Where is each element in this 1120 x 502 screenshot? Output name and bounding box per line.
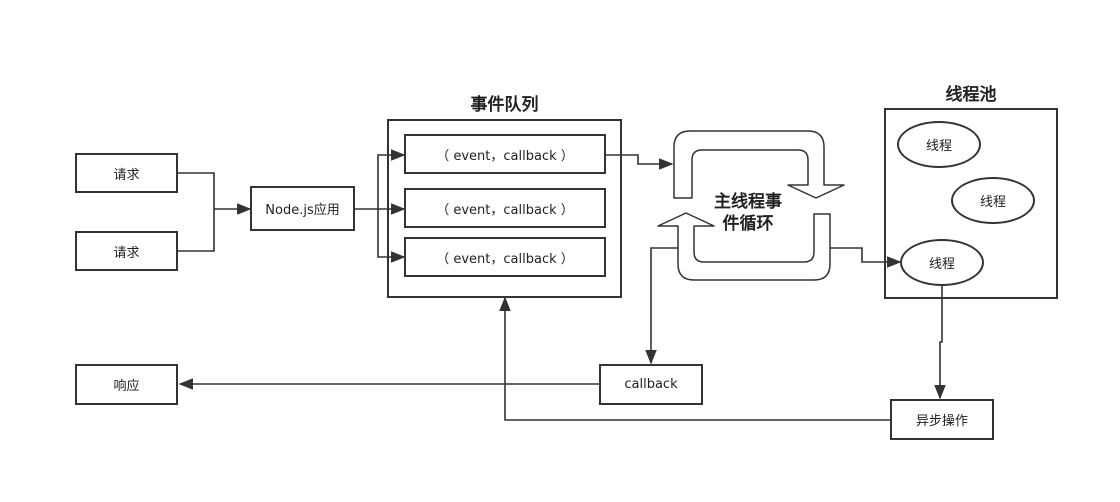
thread-label: 线程 (928, 257, 955, 272)
thread-pool-frame (884, 108, 1058, 299)
nodejs-app-label: Node.js应用 (265, 203, 340, 218)
thread-pool-title: 线程池 (945, 85, 997, 105)
event-loop-cycle-icon (657, 130, 845, 281)
thread-label: 线程 (979, 195, 1006, 210)
thread-oval-1: 线程 (897, 121, 981, 168)
event-loop-label-line-2: 件循环 (722, 214, 774, 234)
callback-box: callback (599, 364, 703, 405)
event-queue-item-2: （ event，callback ） (404, 188, 606, 228)
response-box: 响应 (75, 364, 178, 405)
request-2-connector (178, 209, 215, 252)
request-box-2: 请求 (75, 231, 178, 271)
request-label: 请求 (113, 245, 140, 261)
async-operation-box: 异步操作 (890, 399, 994, 440)
loop-to-callback-arrow (645, 247, 678, 365)
async-operation-label: 异步操作 (915, 414, 968, 429)
thread-oval-3: 线程 (900, 239, 984, 286)
app-to-queue-item-3-arrow (377, 209, 406, 263)
request-box-1: 请求 (75, 153, 178, 193)
event-queue-item-label: （ event，callback ） (436, 202, 574, 218)
async-to-queue-arrow (499, 296, 890, 421)
thread-oval-2: 线程 (951, 177, 1035, 224)
event-queue-item-label: （ event，callback ） (436, 251, 574, 267)
callback-label: callback (624, 377, 678, 392)
event-queue-frame (387, 119, 622, 298)
request-label: 请求 (113, 167, 140, 183)
event-loop-label-line-1: 主线程事 (714, 192, 782, 212)
event-queue-title: 事件队列 (470, 95, 539, 115)
nodejs-app-box: Node.js应用 (250, 186, 355, 231)
app-to-queue-item-1-arrow (377, 149, 406, 209)
event-queue-item-3: （ event，callback ） (404, 237, 606, 277)
thread-to-async-arrow (934, 286, 946, 400)
event-queue-item-1: （ event，callback ） (404, 134, 606, 174)
response-label: 响应 (113, 379, 140, 394)
thread-label: 线程 (925, 139, 952, 154)
loop-to-thread-arrow (830, 247, 902, 268)
event-queue-item-label: （ event，callback ） (436, 148, 574, 164)
queue-to-loop-arrow (606, 154, 674, 170)
event-loop-label: 主线程事 件循环 (698, 191, 798, 235)
request-1-connector (178, 172, 215, 209)
